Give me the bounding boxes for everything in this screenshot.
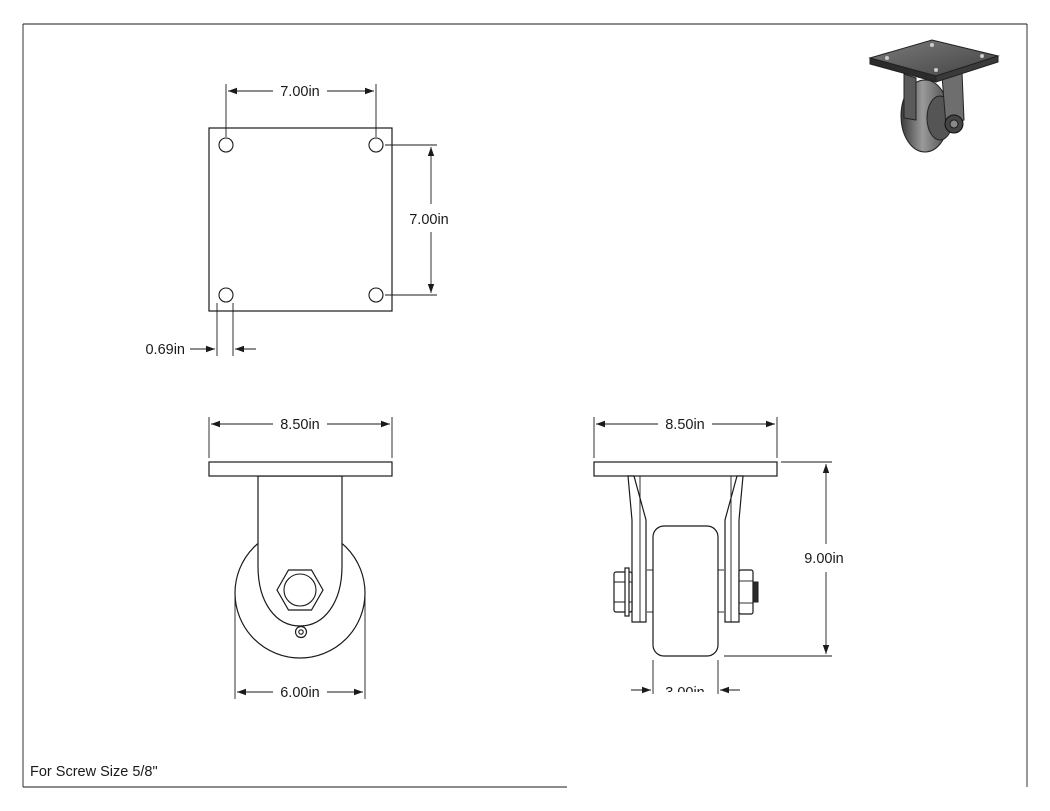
dim-label: 6.00in [280, 685, 320, 701]
axle-washer [283, 573, 317, 607]
screw-size-note: For Screw Size 5/8" [30, 764, 158, 780]
dim-label: 8.50in [280, 417, 320, 433]
front-view: 8.50in 9.00in 3.00in [593, 417, 844, 701]
dim-label: 7.00in [409, 212, 449, 228]
iso-plate-top [868, 39, 1000, 77]
iso-axle-center [949, 119, 959, 129]
dim-label: 8.50in [665, 417, 705, 433]
iso-plate-hole [885, 56, 889, 60]
axle-nut-hex [276, 569, 324, 611]
dim-top-hole-offset: 0.69in [145, 303, 256, 358]
dim-side-wheel-diameter: 6.00in [234, 596, 366, 701]
side-view: 8.50in 6.00in [208, 417, 393, 701]
dim-top-hole-spacing-x: 7.00in [225, 84, 377, 137]
dim-top-hole-spacing-y: 7.00in [385, 144, 449, 296]
axle-washer-left [624, 567, 630, 617]
dim-label: 9.00in [804, 551, 844, 567]
isometric-preview [868, 39, 1000, 153]
sheet-border [22, 23, 1028, 788]
mounting-plate-front [593, 461, 778, 477]
dim-side-plate-width: 8.50in [208, 417, 393, 458]
top-view: 7.00in 7.00in 0.69in [145, 84, 449, 358]
iso-plate-hole [930, 43, 934, 47]
bolt-hole [218, 137, 234, 153]
axle-bolt-head-right [738, 569, 754, 615]
dim-front-plate-width: 8.50in [593, 417, 778, 458]
clip-region: 3.00in [665, 685, 705, 701]
iso-plate-hole [980, 54, 984, 58]
bolt-hole [218, 287, 234, 303]
wheel-tread [652, 525, 719, 657]
iso-plate-edge-right [935, 55, 999, 83]
axle-end-cap [752, 581, 759, 603]
dim-front-wheel-width: 3.00in [631, 660, 740, 701]
bolt-hole [368, 287, 384, 303]
mounting-plate-side [208, 461, 393, 477]
iso-fork-left [903, 73, 917, 121]
grease-fitting [294, 625, 308, 639]
iso-plate-hole [934, 68, 938, 72]
dim-label: 7.00in [280, 84, 320, 100]
mounting-plate-top [208, 127, 393, 312]
dim-label: 3.00in [665, 685, 705, 701]
dim-label: 0.69in [145, 342, 185, 358]
bolt-hole [368, 137, 384, 153]
grease-fitting-inner [298, 629, 304, 635]
dim-front-overall-height: 9.00in [724, 461, 844, 657]
